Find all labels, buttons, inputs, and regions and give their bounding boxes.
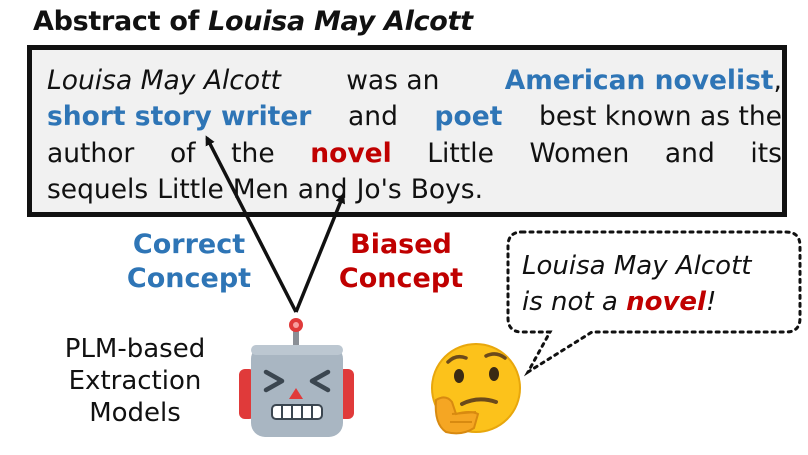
abstract-word: Men	[232, 174, 289, 205]
robot-face-icon	[239, 318, 354, 437]
abstract-text: and	[348, 101, 398, 132]
abstract-text: best known as the	[539, 101, 782, 132]
bubble-novel-word: novel	[626, 287, 706, 317]
abstract-concept-novel: novel	[310, 138, 392, 169]
abstract-concept-short-story-writer: short story writer	[47, 101, 312, 132]
bubble-line-2: is not a novel!	[522, 287, 717, 317]
abstract-subject: Louisa May Alcott	[47, 65, 281, 96]
abstract-word: and	[664, 138, 715, 169]
abstract-word: Jo's	[356, 174, 402, 205]
abstract-line-4: sequels Little Men and Jo's Boys.	[47, 172, 782, 208]
thinking-face-emoji	[431, 343, 521, 435]
abstract-word: Women	[529, 138, 630, 169]
abstract-word: Little	[427, 138, 494, 169]
biased-concept-label: Biased Concept	[338, 229, 464, 294]
abstract-word: Boys.	[410, 174, 484, 205]
model-label: PLM-based Extraction Models	[64, 334, 206, 428]
arrow-correct-concept	[205, 135, 298, 313]
abstract-concept-american-novelist: American novelist,	[504, 65, 782, 96]
abstract-word: the	[231, 138, 275, 169]
abstract-word: its	[750, 138, 782, 169]
title-subject: Louisa May Alcott	[208, 6, 473, 37]
correct-concept-label: Correct Concept	[126, 229, 252, 294]
abstract-line-3: author of the novel Little Women and its	[47, 136, 782, 172]
speech-bubble-text: Louisa May Alcott is not a novel!	[522, 248, 751, 320]
abstract-word: of	[169, 138, 196, 169]
abstract-text: was an	[346, 65, 440, 96]
abstract-word: sequels	[47, 174, 149, 205]
abstract-box: Louisa May Alcott was an American noveli…	[27, 45, 787, 217]
bubble-line-1: Louisa May Alcott	[522, 251, 752, 281]
abstract-word: author	[47, 138, 135, 169]
arrow-biased-concept	[294, 193, 346, 313]
figure-title: Abstract of Louisa May Alcott	[33, 6, 473, 37]
speech-bubble	[506, 230, 802, 377]
abstract-word: Little	[157, 174, 224, 205]
abstract-line-1: Louisa May Alcott was an American noveli…	[47, 63, 782, 99]
title-prefix: Abstract of	[33, 6, 209, 37]
abstract-concept-poet: poet	[434, 101, 503, 132]
abstract-line-2: short story writer and poet best known a…	[47, 99, 782, 135]
